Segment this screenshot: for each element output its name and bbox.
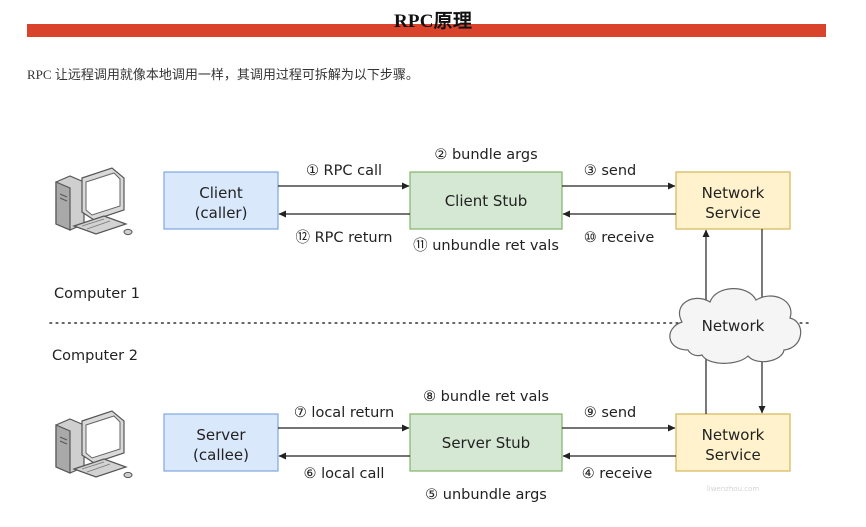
server-label-line1: Server (196, 426, 246, 444)
network-service-top-line1: Network (702, 184, 765, 202)
step-3-label: ③ send (584, 163, 636, 179)
client-box (163, 171, 279, 230)
step-8-label: ⑧ bundle ret vals (423, 389, 549, 405)
page-title: RPC原理 (393, 11, 473, 32)
title-accent-bar (27, 24, 826, 37)
network-service-top-box (675, 171, 791, 230)
client-stub-label: Client Stub (445, 192, 528, 210)
server-stub-label: Server Stub (442, 434, 530, 452)
network-service-top-line2: Service (705, 204, 760, 222)
network-cloud-label: Network (702, 317, 765, 335)
network-cloud (669, 288, 802, 364)
computer-1-label: Computer 1 (54, 286, 140, 302)
intro-text: RPC 让远程调用就像本地调用一样，其调用过程可拆解为以下步骤。 (27, 67, 419, 82)
server-box (163, 413, 279, 472)
server-stub-box (409, 413, 563, 472)
network-service-bottom-box (675, 413, 791, 472)
computer-2-label: Computer 2 (52, 348, 138, 364)
step-12-label: ⑫ RPC return (296, 229, 393, 246)
step-1-label: ① RPC call (306, 163, 382, 179)
step-6-label: ⑥ local call (304, 466, 385, 482)
step-10-label: ⑩ receive (584, 230, 655, 246)
step-4-label: ④ receive (582, 466, 653, 482)
client-label-line1: Client (199, 184, 243, 202)
step-9-label: ⑨ send (584, 405, 636, 421)
step-11-label: ⑪ unbundle ret vals (413, 237, 559, 254)
step-7-label: ⑦ local return (294, 405, 394, 421)
network-service-bottom-line1: Network (702, 426, 765, 444)
computer-2-icon (55, 410, 133, 479)
client-stub-box (409, 171, 563, 230)
client-label-line2: (caller) (195, 204, 248, 222)
network-service-bottom-line2: Service (705, 446, 760, 464)
step-5-label: ⑤ unbundle args (425, 487, 547, 503)
computer-1-icon (55, 167, 133, 236)
server-label-line2: (callee) (193, 446, 249, 464)
watermark: liwenzhou.com (707, 485, 760, 493)
step-2-label: ② bundle args (434, 147, 537, 163)
